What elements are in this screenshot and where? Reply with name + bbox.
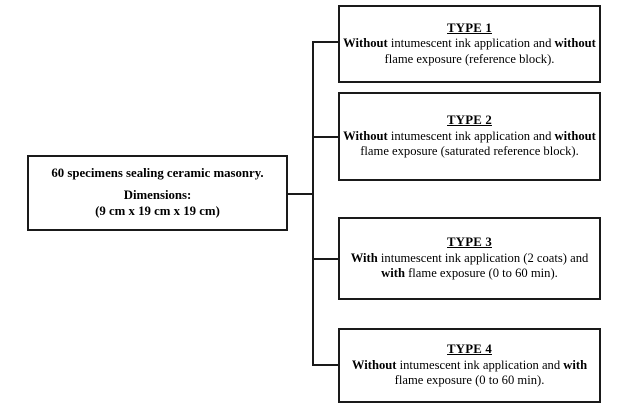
root-node-dimensions-label: Dimensions:: [123, 188, 192, 203]
node-type-1: TYPE 1 Without intumescent ink applicati…: [338, 5, 601, 83]
node-type-3-title: TYPE 3: [447, 235, 492, 250]
connector-trunk-vertical: [312, 41, 314, 366]
connector-branch-type-1: [312, 41, 339, 43]
node-type-4-body: Without intumescent ink application and …: [351, 357, 588, 388]
node-type-1-body: Without intumescent ink application and …: [343, 36, 596, 66]
node-type-2-title: TYPE 2: [447, 113, 492, 128]
connector-branch-type-2: [312, 136, 339, 138]
connector-root-stem: [288, 193, 314, 195]
node-type-2: TYPE 2 Without intumescent ink applicati…: [338, 92, 601, 181]
connector-branch-type-3: [312, 258, 339, 260]
root-node-dimensions-value: (9 cm x 19 cm x 19 cm): [95, 204, 220, 219]
connector-branch-type-4: [312, 364, 339, 366]
node-type-4-title: TYPE 4: [447, 342, 492, 357]
node-type-3-body: With intumescent ink application (2 coat…: [350, 250, 589, 281]
root-node-main-line: 60 specimens sealing ceramic masonry.: [51, 165, 264, 180]
node-type-1-title: TYPE 1: [447, 20, 492, 35]
node-type-3: TYPE 3 With intumescent ink application …: [338, 217, 601, 300]
node-type-2-body: Without intumescent ink application and …: [343, 128, 596, 159]
root-node-specimens: 60 specimens sealing ceramic masonry. Di…: [27, 155, 288, 231]
node-type-4: TYPE 4 Without intumescent ink applicati…: [338, 328, 601, 403]
